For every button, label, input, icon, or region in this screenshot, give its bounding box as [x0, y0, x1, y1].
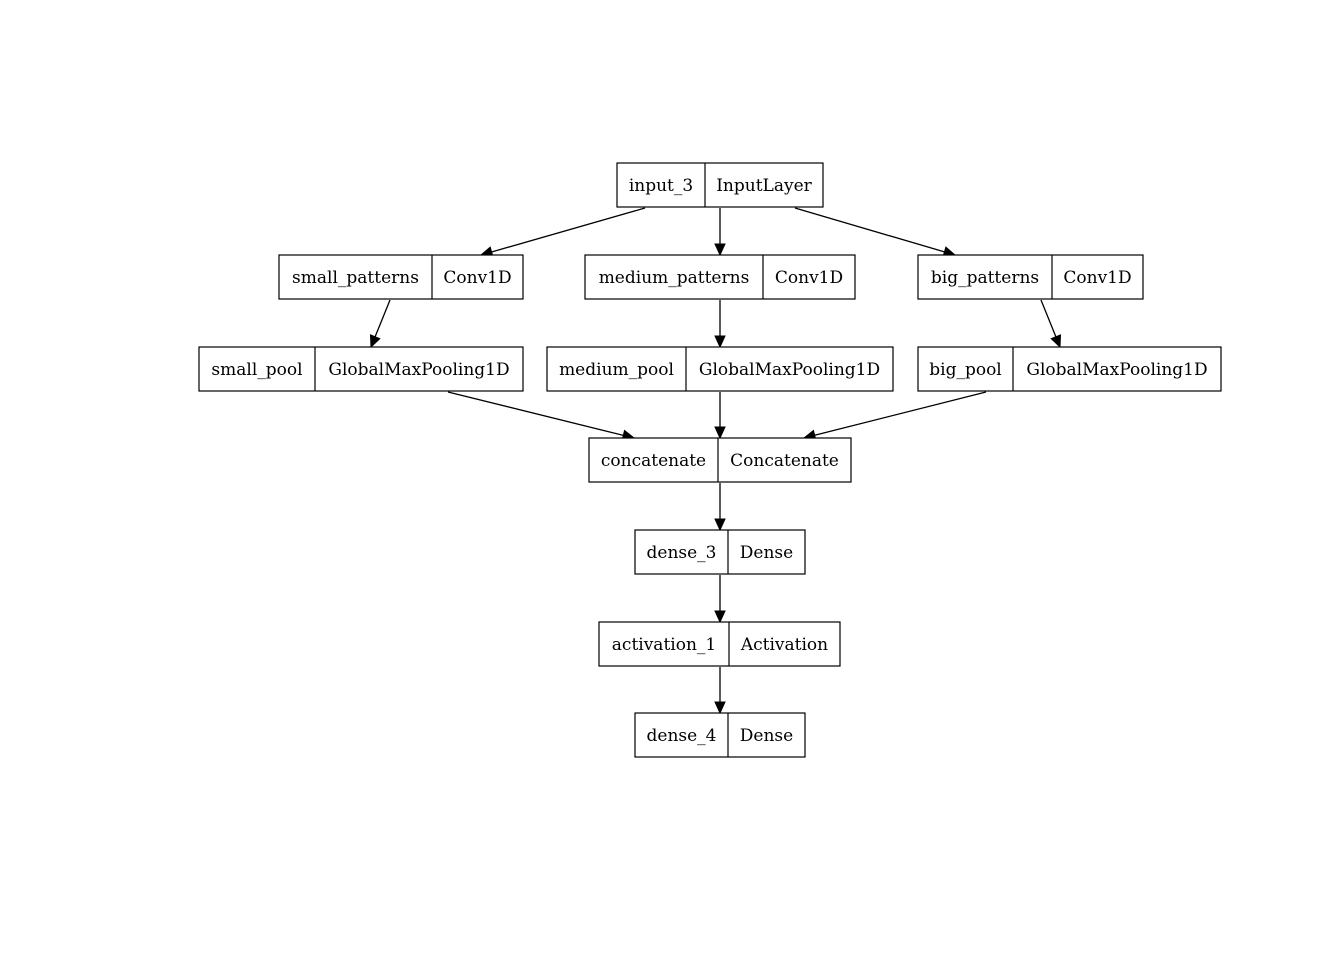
edge-line: [794, 207, 945, 253]
layer-type-label: Conv1D: [1063, 268, 1131, 288]
edge-small-patterns-to-small-pool: [369, 299, 391, 349]
layer-node-concatenate: concatenate Concatenate: [588, 437, 852, 483]
layer-name-label: big_patterns: [931, 268, 1039, 288]
layer-node-dense-4: dense_4 Dense: [634, 712, 806, 758]
edge-line: [814, 391, 987, 436]
layer-type-label: Dense: [740, 726, 793, 746]
arrowhead-icon: [369, 334, 381, 349]
layer-name-label: dense_3: [647, 543, 717, 563]
arrowhead-icon: [714, 335, 726, 349]
edge-big-patterns-to-big-pool: [1040, 299, 1062, 349]
layer-type-label: GlobalMaxPooling1D: [1026, 360, 1207, 380]
layer-node-box: [546, 346, 894, 392]
edge-input-3-to-small-patterns: [479, 207, 646, 258]
layer-node-medium-patterns: medium_patterns Conv1D: [584, 254, 856, 300]
edge-concatenate-to-dense-3: [714, 483, 726, 532]
layer-name-label: big_pool: [929, 360, 1002, 380]
layer-node-box: [278, 254, 524, 300]
layer-name-label: small_patterns: [292, 268, 419, 288]
arrowhead-icon: [714, 701, 726, 715]
layer-name-label: medium_patterns: [599, 268, 750, 288]
layer-node-big-pool: big_pool GlobalMaxPooling1D: [917, 346, 1222, 392]
edge-line: [447, 391, 624, 436]
layer-node-box: [598, 621, 841, 667]
layer-node-box: [634, 712, 806, 758]
edge-small-pool-to-concatenate: [447, 391, 636, 441]
layer-name-label: concatenate: [601, 451, 706, 471]
layer-name-label: input_3: [629, 176, 693, 196]
layer-node-box: [917, 346, 1222, 392]
layer-node-big-patterns: big_patterns Conv1D: [917, 254, 1144, 300]
layer-node-box: [588, 437, 852, 483]
layer-name-label: medium_pool: [559, 360, 674, 380]
layer-node-small-patterns: small_patterns Conv1D: [278, 254, 524, 300]
layer-node-box: [198, 346, 524, 392]
edge-line: [374, 299, 391, 338]
layer-node-box: [616, 162, 824, 208]
arrowhead-icon: [714, 426, 726, 440]
layer-type-label: GlobalMaxPooling1D: [699, 360, 880, 380]
layer-name-label: activation_1: [612, 635, 716, 655]
layer-node-dense-3: dense_3 Dense: [634, 529, 806, 575]
layer-node-box: [634, 529, 806, 575]
arrowhead-icon: [1050, 334, 1062, 349]
layer-node-input-3: input_3 InputLayer: [616, 162, 824, 208]
layer-type-label: Conv1D: [775, 268, 843, 288]
edge-line: [1040, 299, 1057, 338]
layer-type-label: Activation: [740, 635, 828, 655]
layer-type-label: Dense: [740, 543, 793, 563]
edge-big-pool-to-concatenate: [802, 391, 987, 441]
layer-node-medium-pool: medium_pool GlobalMaxPooling1D: [546, 346, 894, 392]
layer-type-label: Concatenate: [730, 451, 839, 471]
edge-medium-pool-to-concatenate: [714, 392, 726, 440]
arrowhead-icon: [714, 518, 726, 532]
edge-input-3-to-medium-patterns: [714, 208, 726, 257]
layer-node-box: [917, 254, 1144, 300]
layer-name-label: small_pool: [211, 360, 302, 380]
layer-name-label: dense_4: [647, 726, 717, 746]
layer-node-small-pool: small_pool GlobalMaxPooling1D: [198, 346, 524, 392]
edge-dense-3-to-activation-1: [714, 575, 726, 624]
layer-type-label: GlobalMaxPooling1D: [328, 360, 509, 380]
arrowhead-icon: [714, 610, 726, 624]
edge-input-3-to-big-patterns: [794, 207, 957, 258]
layer-type-label: Conv1D: [443, 268, 511, 288]
edge-activation-1-to-dense-4: [714, 667, 726, 715]
arrowhead-icon: [714, 243, 726, 257]
layer-type-label: InputLayer: [716, 176, 812, 196]
edge-line: [491, 207, 646, 253]
edge-medium-patterns-to-medium-pool: [714, 300, 726, 349]
layer-node-box: [584, 254, 856, 300]
edges-layer: [369, 207, 1062, 715]
layer-node-activation-1: activation_1 Activation: [598, 621, 841, 667]
